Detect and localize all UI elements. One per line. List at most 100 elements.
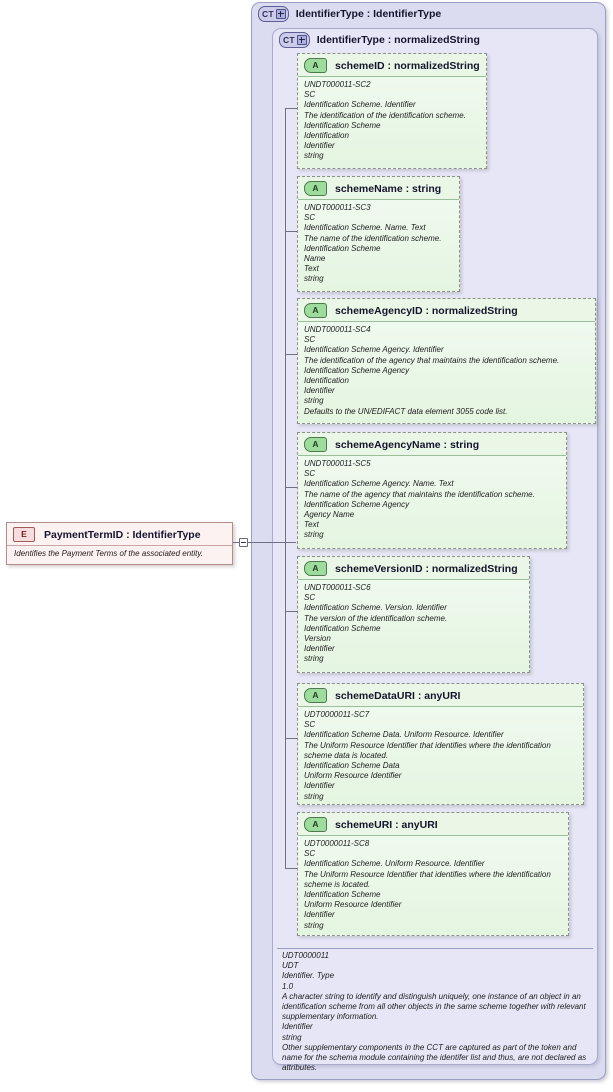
attribute-documentation: UNDT000011-SC5 SC Identification Scheme … bbox=[298, 456, 566, 546]
complextype-outer-title: IdentifierType : IdentifierType bbox=[295, 8, 442, 20]
doc-line: Version bbox=[304, 634, 331, 644]
attribute-header: A schemeAgencyID : normalizedString bbox=[298, 299, 595, 322]
attribute-box-schemedatauri[interactable]: A schemeDataURI : anyURI UDT0000011-SC7 … bbox=[297, 683, 584, 805]
element-icon: E bbox=[13, 527, 35, 542]
complextype-outer-header[interactable]: CT IdentifierType : IdentifierType bbox=[258, 6, 441, 22]
attribute-documentation: UNDT000011-SC4 SC Identification Scheme … bbox=[298, 322, 595, 422]
element-header: E PaymentTermID : IdentifierType bbox=[7, 523, 232, 546]
doc-line: 1.0 bbox=[282, 981, 294, 991]
attribute-connector-stub bbox=[285, 108, 297, 109]
doc-line: string bbox=[282, 1032, 302, 1042]
attribute-connector-stub bbox=[285, 738, 297, 739]
doc-line: SC bbox=[304, 90, 316, 100]
doc-line: Identification Scheme Data bbox=[304, 761, 400, 771]
doc-line: SC bbox=[304, 335, 316, 345]
doc-line: string bbox=[304, 151, 324, 161]
doc-line: Agency Name bbox=[304, 510, 355, 520]
doc-line: string bbox=[304, 530, 324, 540]
doc-line: Identification Scheme. Version. Identifi… bbox=[304, 603, 447, 613]
attribute-connector-stub bbox=[285, 868, 297, 869]
doc-line: The Uniform Resource Identifier that ide… bbox=[304, 740, 551, 760]
doc-line: Identifier bbox=[282, 1022, 313, 1032]
attribute-icon: A bbox=[304, 561, 327, 576]
plus-icon bbox=[275, 9, 286, 19]
attribute-connector-stub bbox=[285, 487, 297, 488]
doc-line: Identification Scheme. Uniform Resource.… bbox=[304, 859, 485, 869]
doc-line: string bbox=[304, 791, 324, 801]
complextype-inner-header[interactable]: CT IdentifierType : normalizedString bbox=[279, 32, 480, 48]
complextype-expand-icon[interactable]: CT bbox=[258, 6, 289, 22]
attribute-box-schemeversionid[interactable]: A schemeVersionID : normalizedString UND… bbox=[297, 556, 530, 673]
attribute-icon: A bbox=[304, 688, 327, 703]
doc-line: Identification bbox=[304, 376, 349, 386]
doc-line: Name bbox=[304, 254, 326, 264]
attribute-box-schemeid[interactable]: A schemeID : normalizedString UNDT000011… bbox=[297, 53, 487, 169]
attribute-header: A schemeID : normalizedString bbox=[298, 54, 486, 77]
element-box-paymenttermid[interactable]: E PaymentTermID : IdentifierType Identif… bbox=[6, 522, 233, 565]
attribute-header: A schemeURI : anyURI bbox=[298, 813, 568, 836]
doc-line: The identification of the agency that ma… bbox=[304, 355, 560, 365]
doc-line: The version of the identification scheme… bbox=[304, 613, 448, 623]
doc-line: string bbox=[304, 654, 324, 664]
element-connector-line-left bbox=[233, 542, 239, 543]
attribute-title: schemeAgencyID : normalizedString bbox=[335, 304, 518, 317]
attribute-connector-stub bbox=[285, 611, 297, 612]
attribute-connector-stub bbox=[285, 231, 297, 232]
doc-line: Identifier bbox=[304, 910, 335, 920]
attribute-icon: A bbox=[304, 817, 327, 832]
doc-line: Text bbox=[304, 264, 319, 274]
doc-line: string bbox=[304, 274, 324, 284]
doc-line: UDT0000011-SC8 bbox=[304, 839, 370, 848]
doc-line: Identifier bbox=[304, 781, 335, 791]
complextype-inner-expand-icon[interactable]: CT bbox=[279, 32, 310, 48]
complextype-inner-title: IdentifierType : normalizedString bbox=[316, 34, 480, 46]
doc-line: string bbox=[304, 396, 324, 406]
attribute-box-schemeagencyname[interactable]: A schemeAgencyName : string UNDT000011-S… bbox=[297, 432, 567, 549]
attribute-icon: A bbox=[304, 181, 327, 196]
attribute-title: schemeVersionID : normalizedString bbox=[335, 562, 518, 575]
doc-line: Uniform Resource Identifier bbox=[304, 900, 402, 910]
doc-line: Identifier bbox=[304, 141, 335, 151]
doc-line: Identification Scheme Agency. Identifier bbox=[304, 345, 444, 355]
attribute-header: A schemeDataURI : anyURI bbox=[298, 684, 583, 707]
doc-line: Other supplementary components in the CC… bbox=[282, 1042, 587, 1073]
doc-line: The name of the agency that maintains th… bbox=[304, 489, 535, 499]
doc-line: Identifier bbox=[304, 386, 335, 396]
doc-line: UNDT000011-SC6 bbox=[304, 583, 371, 592]
attribute-box-schemeuri[interactable]: A schemeURI : anyURI UDT0000011-SC8 SC I… bbox=[297, 812, 569, 936]
doc-line: UNDT000011-SC4 bbox=[304, 325, 371, 334]
doc-line: SC bbox=[304, 593, 316, 603]
doc-line: SC bbox=[304, 213, 316, 223]
element-collapse-toggle[interactable] bbox=[239, 538, 248, 547]
attribute-title: schemeName : string bbox=[335, 182, 442, 195]
doc-line: SC bbox=[304, 720, 316, 730]
attribute-box-schemename[interactable]: A schemeName : string UNDT000011-SC3 SC … bbox=[297, 176, 460, 292]
doc-line: string bbox=[304, 920, 324, 930]
attribute-header: A schemeVersionID : normalizedString bbox=[298, 557, 529, 580]
doc-line: Identification Scheme bbox=[304, 890, 381, 900]
plus-icon bbox=[296, 35, 307, 45]
doc-line: UNDT000011-SC5 bbox=[304, 459, 371, 468]
attribute-icon: A bbox=[304, 303, 327, 318]
attribute-box-schemeagencyid[interactable]: A schemeAgencyID : normalizedString UNDT… bbox=[297, 298, 596, 424]
attribute-title: schemeID : normalizedString bbox=[335, 59, 480, 72]
doc-line: Identification Scheme Agency. Name. Text bbox=[304, 479, 454, 489]
doc-line: Text bbox=[304, 520, 319, 530]
ct-badge-label: CT bbox=[262, 8, 274, 19]
attribute-documentation: UNDT000011-SC6 SC Identification Scheme.… bbox=[298, 580, 529, 670]
type-documentation-block: UDT0000011 UDT Identifier. Type 1.0 A ch… bbox=[277, 948, 593, 1072]
attribute-documentation: UNDT000011-SC3 SC Identification Scheme.… bbox=[298, 200, 459, 290]
doc-line: UDT bbox=[282, 961, 299, 971]
attribute-title: schemeDataURI : anyURI bbox=[335, 689, 461, 702]
doc-line: Identification Scheme bbox=[304, 120, 381, 130]
attribute-documentation: UDT0000011-SC8 SC Identification Scheme.… bbox=[298, 836, 568, 936]
doc-line: UNDT000011-SC3 bbox=[304, 203, 371, 212]
attribute-title: schemeAgencyName : string bbox=[335, 438, 480, 451]
doc-line: Identification Scheme bbox=[304, 623, 381, 633]
doc-line: Identifier bbox=[304, 644, 335, 654]
doc-line: UDT0000011-SC7 bbox=[304, 710, 370, 719]
element-documentation: Identifies the Payment Terms of the asso… bbox=[14, 549, 203, 558]
doc-line: Defaults to the UN/EDIFACT data element … bbox=[304, 406, 508, 416]
doc-line: The identification of the identification… bbox=[304, 110, 466, 120]
doc-line: Identification Scheme. Name. Text bbox=[304, 223, 426, 233]
